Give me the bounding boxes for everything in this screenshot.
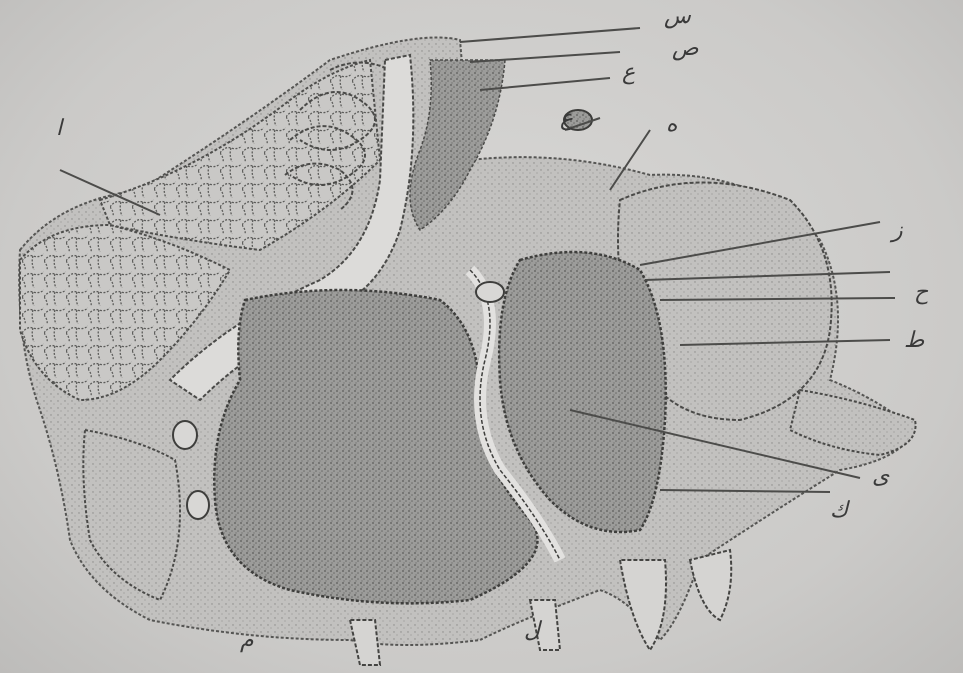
label-bottom-l: ل xyxy=(524,620,540,642)
label-top-2: ص xyxy=(672,38,699,60)
label-top-3: ع xyxy=(622,62,635,84)
label-top-1: س xyxy=(664,6,691,28)
label-right-t: ط xyxy=(904,330,924,352)
label-bottom-m: م xyxy=(240,630,254,652)
label-top-4: ع xyxy=(560,108,573,130)
label-right-k: ك xyxy=(830,500,848,522)
label-top-5: ه xyxy=(666,114,678,136)
label-right-y: ى xyxy=(872,466,889,488)
label-right-z: ز xyxy=(892,220,903,242)
label-right-h: ح xyxy=(914,282,928,304)
label-left-1: ا xyxy=(56,118,62,140)
